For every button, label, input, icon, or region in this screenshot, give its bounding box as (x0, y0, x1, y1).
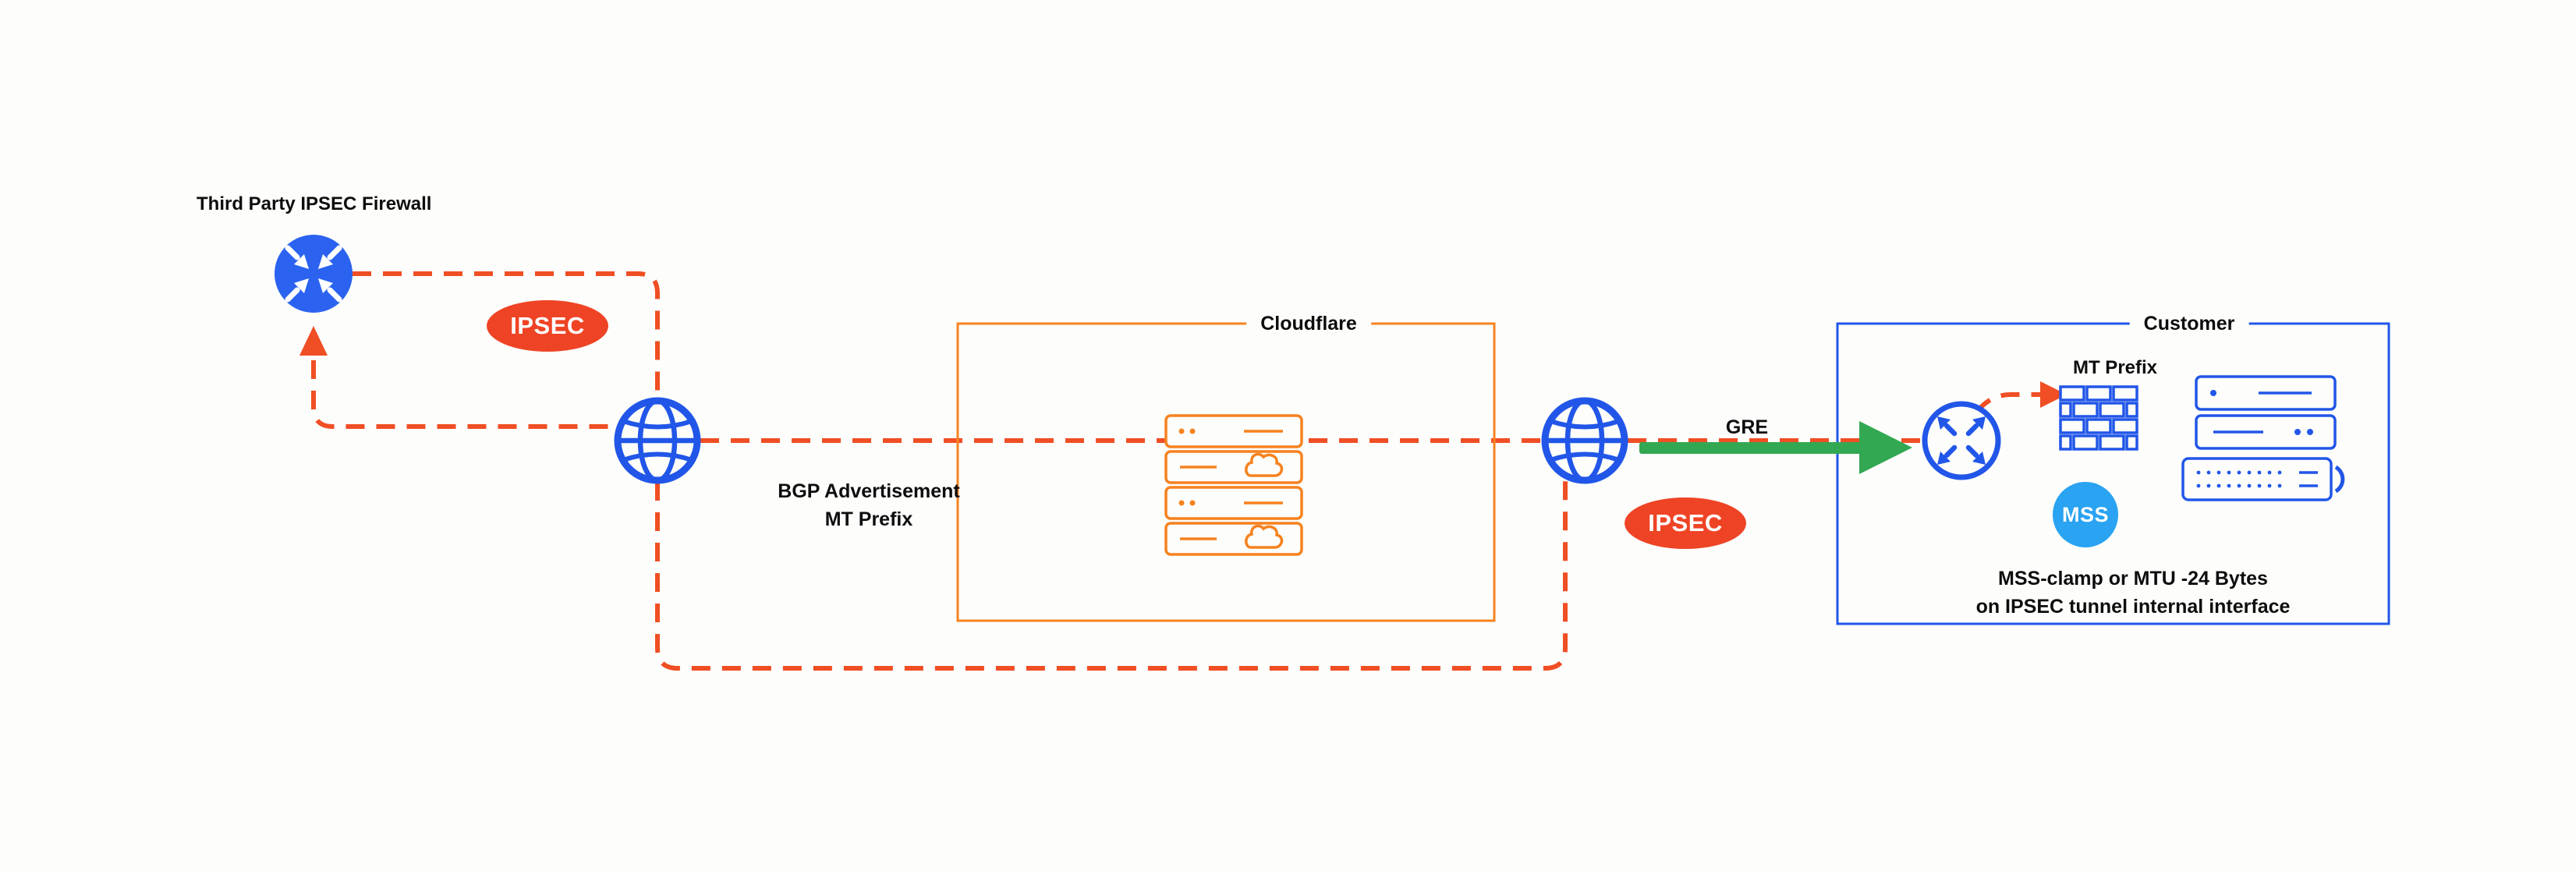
router-icon (275, 235, 353, 313)
tunnel-path-firewall-return (311, 360, 624, 429)
internet-globe-icon (614, 397, 701, 484)
gre-label: GRE (1725, 416, 1769, 438)
server-stack-icon (2181, 375, 2345, 501)
ipsec-badge-right: IPSEC (1625, 497, 1746, 549)
tunnel-arrow-up-icon (299, 326, 328, 356)
mss-clamp-note: MSS-clamp or MTU -24 Bytes on IPSEC tunn… (1976, 565, 2291, 621)
server-stack-icon (1164, 414, 1303, 556)
cloudflare-box (956, 322, 1496, 622)
third-party-firewall-label: Third Party IPSEC Firewall (197, 193, 432, 214)
bgp-advertisement-line2: MT Prefix (824, 508, 913, 530)
customer-box-label: Customer (2129, 312, 2249, 335)
ipsec-badge-left: IPSEC (487, 300, 608, 352)
mss-badge: MSS (2053, 482, 2118, 547)
tunnel-path-top (353, 271, 660, 395)
bgp-advertisement-line1: BGP Advertisement (778, 480, 960, 502)
firewall-brick-icon (2059, 385, 2138, 451)
bgp-advertisement-label: BGP Advertisement MT Prefix (778, 477, 959, 533)
mss-clamp-note-line1: MSS-clamp or MTU -24 Bytes (1998, 568, 2268, 590)
router-icon (1922, 401, 2001, 480)
gre-tunnel-arrow-icon (1639, 421, 1912, 474)
internet-globe-icon (1541, 397, 1628, 484)
mt-prefix-label: MT Prefix (2072, 357, 2158, 378)
prefix-arrow-right-icon (2040, 381, 2067, 408)
cloudflare-box-label: Cloudflare (1246, 312, 1371, 335)
mss-clamp-note-line2: on IPSEC tunnel internal interface (1975, 596, 2291, 618)
customer-box (1836, 322, 2390, 625)
tunnel-path-customer-internal (1974, 392, 2042, 414)
